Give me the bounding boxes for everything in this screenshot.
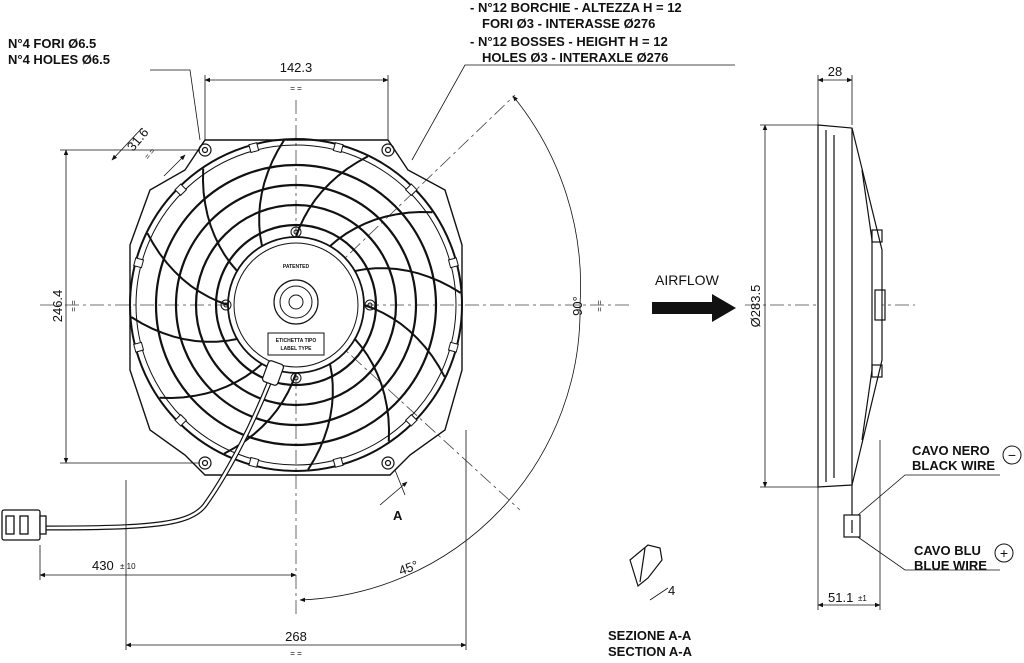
- dim-section-4: 4: [668, 583, 675, 598]
- guard-spoke: [146, 232, 229, 306]
- guard-spokes: [130, 139, 462, 471]
- boss: [447, 257, 459, 269]
- minus-icon: −: [1002, 445, 1022, 465]
- guard-spoke: [354, 267, 462, 294]
- dim-top-eq: = =: [290, 84, 302, 93]
- dimension-lines: [39, 64, 1000, 650]
- dim-bracket-eq: = =: [143, 146, 158, 161]
- bosses-en-line1: - N°12 BOSSES - HEIGHT H = 12: [470, 34, 668, 49]
- guard-spoke: [258, 139, 285, 247]
- dim-depth: 28: [828, 64, 842, 79]
- bosses: [133, 142, 459, 468]
- section-aa-detail: [629, 544, 669, 601]
- svg-text:+: +: [1000, 545, 1008, 561]
- boss: [133, 341, 145, 353]
- guard-spoke: [363, 304, 446, 378]
- boss: [447, 341, 459, 353]
- plus-icon: +: [994, 543, 1014, 563]
- black-wire-en: BLACK WIRE: [912, 458, 995, 473]
- boss: [248, 456, 260, 468]
- dim-angle-45: 45°: [397, 557, 421, 578]
- dim-width: 268: [285, 629, 307, 644]
- label-type-it: ETICHETTA TIPO: [276, 338, 317, 344]
- bosses-en-line2: HOLES Ø3 - INTERAXLE Ø276: [482, 50, 668, 65]
- section-marker: A: [393, 508, 403, 523]
- dim-width-eq: = =: [290, 649, 302, 658]
- boss: [332, 142, 344, 154]
- boss: [174, 183, 188, 197]
- boss: [404, 413, 418, 427]
- dim-top-width: 142.3: [280, 60, 313, 75]
- guard-spoke: [130, 316, 238, 343]
- airflow-label: AIRFLOW: [655, 272, 720, 288]
- holes-en: N°4 HOLES Ø6.5: [8, 52, 110, 67]
- boss: [174, 413, 188, 427]
- airflow-arrow: [652, 294, 736, 322]
- blue-wire-it: CAVO BLU: [914, 543, 981, 558]
- patented-text: PATENTED: [283, 264, 310, 270]
- connector: [1, 509, 47, 541]
- dim-cable-tol: ± 10: [120, 562, 136, 571]
- dim-angle-90: 90°: [570, 296, 585, 316]
- dim-angle-90-eq: = =: [595, 300, 604, 312]
- dim-height: 246.4: [50, 290, 65, 323]
- label-type-en: LABEL TYPE: [280, 346, 312, 352]
- boss: [248, 142, 260, 154]
- dimension-texts: 142.3 = = 31.6 = = 246.4 = = 90° = = 45°…: [50, 60, 867, 658]
- boss: [133, 257, 145, 269]
- guard-spoke: [329, 210, 433, 247]
- bosses-it-line2: FORI Ø3 - INTERASSE Ø276: [482, 16, 655, 31]
- center-lines: [40, 94, 915, 615]
- dim-side-tol: ±1: [858, 594, 867, 603]
- dim-height-eq: = =: [69, 300, 78, 312]
- mounting-flange: [129, 139, 463, 476]
- holes-it: N°4 FORI Ø6.5: [8, 36, 96, 51]
- dim-side-depth: 51.1: [828, 590, 853, 605]
- dim-cable-length: 430: [92, 558, 114, 573]
- dim-diameter: Ø283.5: [748, 285, 763, 328]
- blue-wire-en: BLUE WIRE: [914, 558, 987, 573]
- mounting-holes: [198, 143, 395, 470]
- label-type-plate: [267, 332, 325, 356]
- guard-spoke: [201, 168, 238, 272]
- guard-spoke: [295, 155, 369, 238]
- boss: [404, 183, 418, 197]
- boss: [332, 456, 344, 468]
- guard-spoke: [354, 338, 391, 442]
- fan-front-view: [129, 138, 463, 476]
- section-it: SEZIONE A-A: [608, 628, 692, 643]
- guard-spoke: [159, 363, 263, 400]
- bosses-it-line1: - N°12 BORCHIE - ALTEZZA H = 12: [470, 0, 682, 15]
- callout-texts: - N°12 BORCHIE - ALTEZZA H = 12 FORI Ø3 …: [8, 0, 682, 67]
- fan-cable: [44, 360, 285, 531]
- black-wire-it: CAVO NERO: [912, 443, 990, 458]
- section-en: SECTION A-A: [608, 644, 693, 659]
- svg-text:−: −: [1008, 447, 1016, 463]
- guard-spoke: [307, 363, 334, 471]
- fan-side-view: [817, 124, 886, 538]
- label-texts: AIRFLOW A SEZIONE A-A SECTION A-A CAVO N…: [393, 272, 995, 659]
